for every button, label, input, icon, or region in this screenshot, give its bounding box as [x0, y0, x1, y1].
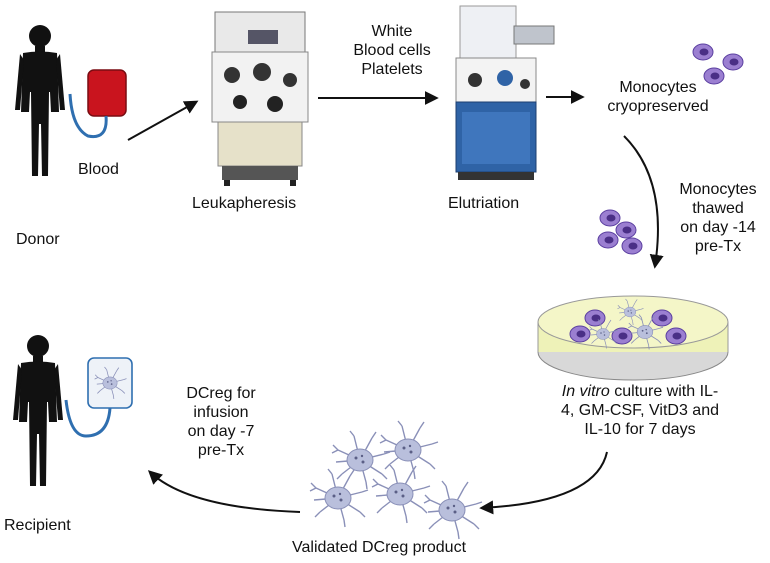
dcreg-cells [309, 420, 483, 540]
culture-line-3: IL-10 for 7 days [584, 421, 696, 438]
thawed-label: Monocytes thawed on day -14 pre-Tx [668, 180, 768, 256]
cryo-line-1: Monocytes [619, 79, 697, 96]
arrow-products-label: White Blood cells Platelets [332, 22, 452, 79]
culture-line-2: 4, GM-CSF, VitD3 and [561, 402, 719, 419]
recipient-silhouette [13, 335, 63, 486]
infusion-line-2: infusion [193, 404, 249, 421]
recipient-label: Recipient [4, 517, 71, 534]
arrow-label-line-3: Platelets [361, 61, 423, 78]
infusion-label: DCreg for infusion on day -7 pre-Tx [176, 384, 266, 460]
infusion-tube [64, 399, 112, 438]
thawed-monocytes [597, 209, 643, 255]
cryo-line-2: cryopreserved [607, 98, 709, 115]
thawed-line-2: thawed [692, 200, 744, 217]
thawed-line-4: pre-Tx [694, 238, 742, 255]
donor-silhouette [15, 25, 65, 176]
leukapheresis-machine [211, 11, 309, 186]
leukapheresis-label: Leukapheresis [192, 195, 297, 212]
culture-line-1-rest: culture with IL- [609, 383, 719, 400]
arrow-donor-to-leukapheresis [127, 100, 199, 141]
arrow-label-line-1: White [371, 23, 413, 40]
arrow-culture-to-product [479, 451, 608, 515]
blood-bag [87, 69, 127, 117]
thawed-line-1: Monocytes [679, 181, 757, 198]
infusion-line-4: pre-Tx [197, 442, 245, 459]
thawed-line-3: on day -14 [680, 219, 756, 236]
donor-label: Donor [16, 231, 60, 248]
cryopreserved-label: Monocytes cryopreserved [588, 78, 728, 116]
arrow-product-to-recipient [147, 470, 301, 513]
culture-petri-dish [537, 295, 729, 381]
culture-italic: In vitro [561, 383, 610, 400]
product-label: Validated DCreg product [292, 539, 467, 556]
infusion-line-3: on day -7 [187, 423, 255, 440]
elutriation-machine [455, 5, 555, 180]
elutriation-label: Elutriation [448, 195, 520, 212]
blood-tube [68, 93, 108, 139]
infusion-line-1: DCreg for [186, 385, 256, 402]
arrow-label-line-2: Blood cells [353, 42, 431, 59]
blood-label: Blood [78, 161, 119, 178]
culture-label: In vitro culture with IL- 4, GM-CSF, Vit… [540, 382, 740, 439]
arrow-cryo-to-culture [623, 135, 664, 269]
culture-line-1: In vitro culture with IL- [540, 382, 740, 401]
